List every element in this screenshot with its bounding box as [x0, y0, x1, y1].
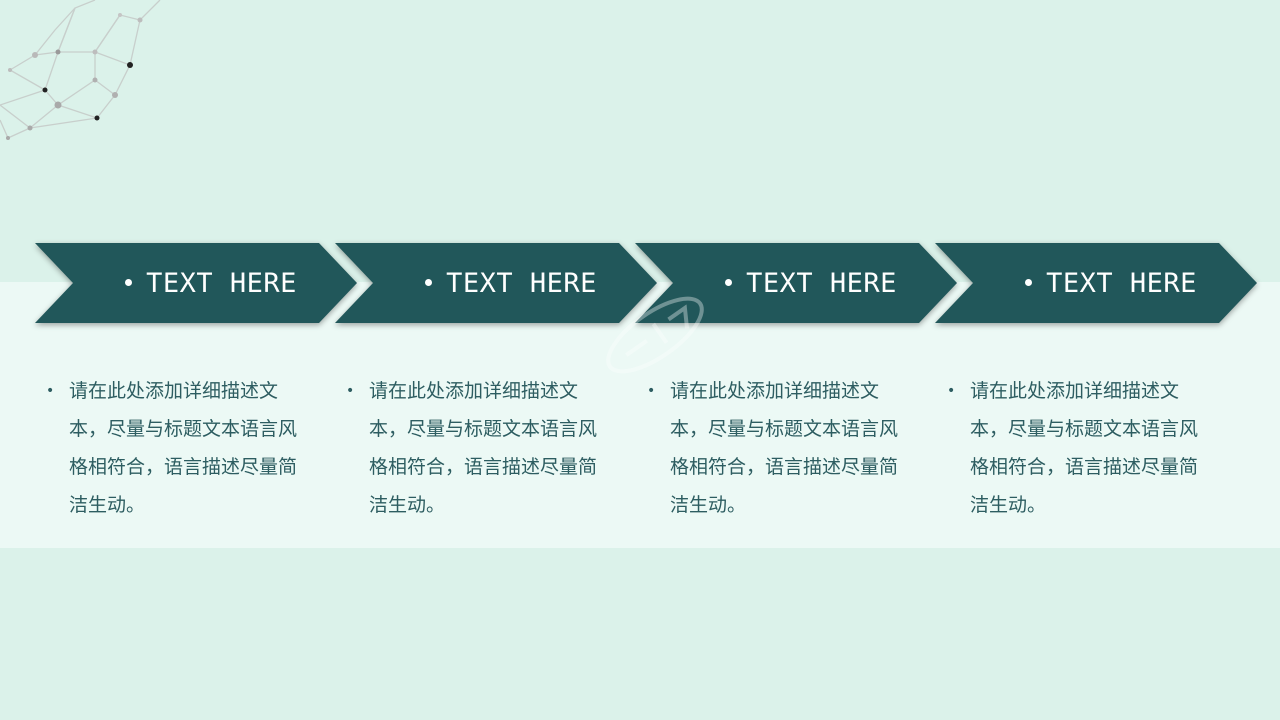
bullet-icon: •: [46, 383, 55, 399]
network-decoration-icon: [0, 0, 161, 140]
watermark-logo-icon: [606, 296, 704, 374]
step-1-chevron: TEXT HERE: [35, 243, 357, 323]
bullet-dot-icon: [425, 278, 433, 286]
chevron-shape-icon: [35, 243, 357, 323]
chevron-shape-icon: [635, 243, 957, 323]
step-3-title: TEXT HERE: [665, 243, 957, 323]
step-4-description: • 请在此处添加详细描述文本，尽量与标题文本语言风格相符合，语言描述尽量简洁生动…: [947, 372, 1215, 524]
bullet-icon: •: [647, 383, 656, 399]
bullet-icon: •: [346, 383, 355, 399]
step-2-title: TEXT HERE: [365, 243, 657, 323]
bullet-icon: •: [947, 383, 956, 399]
step-3-chevron: TEXT HERE: [635, 243, 957, 323]
chevron-shape-icon: [335, 243, 657, 323]
step-1-description: • 请在此处添加详细描述文本，尽量与标题文本语言风格相符合，语言描述尽量简洁生动…: [46, 372, 314, 524]
step-4-chevron: TEXT HERE: [935, 243, 1257, 323]
step-4-title: TEXT HERE: [965, 243, 1257, 323]
bullet-dot-icon: [1025, 278, 1033, 286]
step-2-chevron: TEXT HERE: [335, 243, 657, 323]
step-2-description: • 请在此处添加详细描述文本，尽量与标题文本语言风格相符合，语言描述尽量简洁生动…: [346, 372, 614, 524]
bullet-dot-icon: [125, 278, 133, 286]
content-band: [0, 282, 1280, 548]
bullet-dot-icon: [725, 278, 733, 286]
chevron-shape-icon: [935, 243, 1257, 323]
step-1-title: TEXT HERE: [65, 243, 357, 323]
step-3-description: • 请在此处添加详细描述文本，尽量与标题文本语言风格相符合，语言描述尽量简洁生动…: [647, 372, 915, 524]
